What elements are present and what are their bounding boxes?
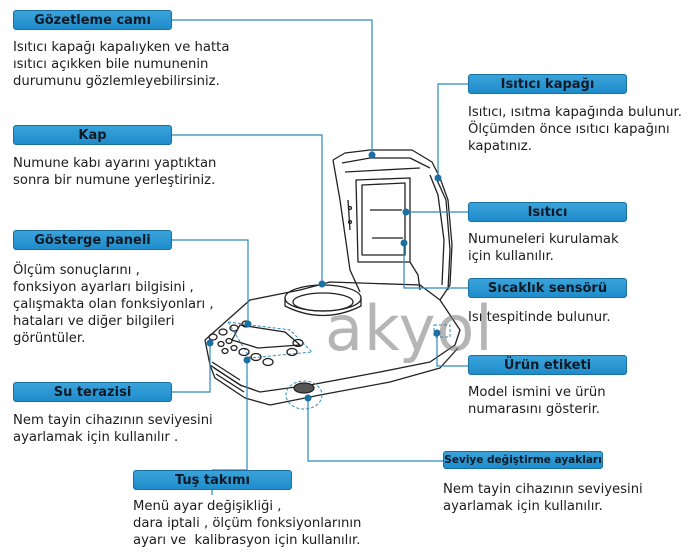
- desc-su-terazisi: Nem tayin cihazının seviyesini ayarlamak…: [13, 413, 213, 445]
- desc-kap: Numune kabı ayarını yaptıktan sonra bir …: [13, 156, 217, 188]
- label-isitici-kapagi: Isıtıcı kapağı: [468, 74, 627, 94]
- desc-gosterge-paneli: Ölçüm sonuçlarını , fonksiyon ayarları b…: [13, 263, 214, 346]
- leader-su-terazisi: [172, 343, 211, 393]
- label-su-terazisi: Su terazisi: [13, 382, 172, 402]
- desc-gozetleme-cami: Isıtıcı kapağı kapalıyken ve hatta ısıtı…: [13, 40, 230, 89]
- label-sicaklik-sensoru: Sıcaklık sensörü: [468, 278, 627, 298]
- leader-gosterge: [172, 239, 249, 324]
- leader-urun-etiketi: [436, 333, 468, 367]
- desc-urun-etiketi: Model ismini ve ürün numarasını gösterir…: [468, 385, 606, 417]
- label-seviye-degistirme-ayaklari: Seviye değiştirme ayakları: [443, 451, 603, 469]
- device-drawing: [204, 149, 461, 410]
- leader-sicaklik: [403, 243, 468, 289]
- leader-isitici-kapagi: [437, 83, 468, 178]
- label-tus-takimi: Tuş takımı: [133, 470, 292, 490]
- leader-kap: [172, 134, 323, 284]
- desc-seviye-degistirme-ayaklari: Nem tayin cihazının seviyesini ayarlamak…: [443, 482, 643, 514]
- label-kap: Kap: [13, 125, 172, 145]
- leader-lines: [172, 19, 468, 495]
- desc-sicaklik-sensoru: Isı tespitinde bulunur.: [468, 310, 611, 325]
- desc-isitici: Numuneleri kurulamak için kullanılır.: [468, 232, 619, 264]
- leader-seviye: [307, 398, 443, 462]
- label-gosterge-paneli: Gösterge paneli: [13, 230, 172, 250]
- leader-tus-takimi: [212, 360, 248, 471]
- watermark: akyol: [325, 292, 494, 365]
- leader-dots: [206, 151, 442, 402]
- desc-tus-takimi: Menü ayar değişikliği , dara iptali , öl…: [133, 499, 362, 548]
- leader-gozetleme: [172, 19, 373, 155]
- label-urun-etiketi: Ürün etiketi: [468, 355, 627, 375]
- desc-isitici-kapagi: Isıtıcı, ısıtma kapağında bulunur. Ölçüm…: [468, 105, 682, 154]
- label-gozetleme-cami: Gözetleme camı: [13, 10, 172, 30]
- label-isitici: Isıtıcı: [468, 202, 627, 222]
